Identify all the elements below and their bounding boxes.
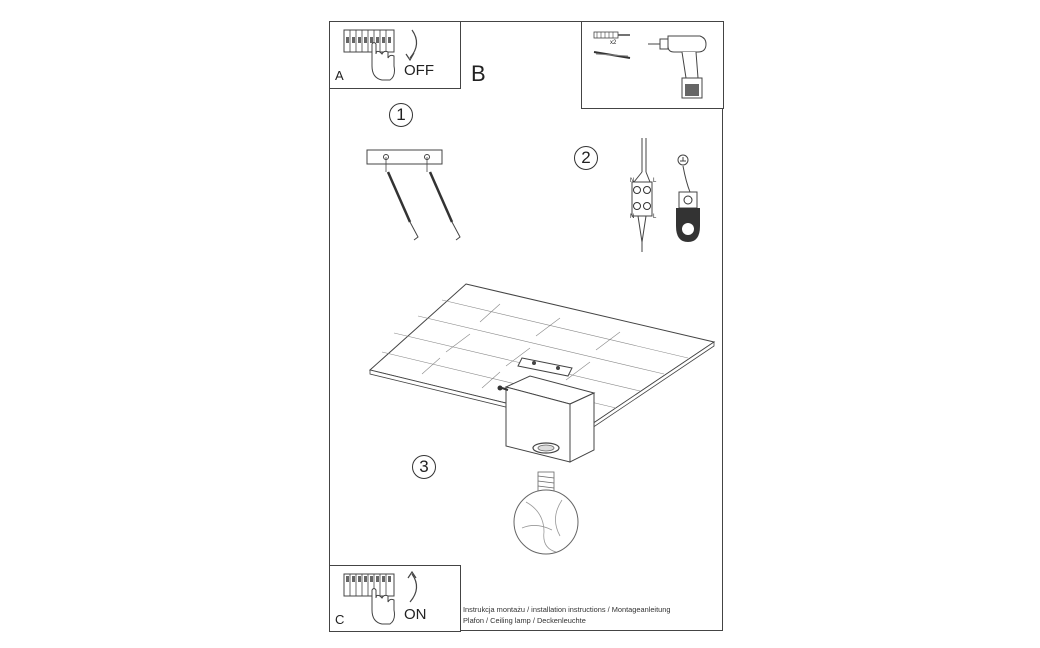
panel-c-letter: C: [335, 612, 345, 627]
footer-caption: Instrukcja montażu / installation instru…: [463, 604, 670, 626]
ceiling-plate-with-anchors-diagram: [366, 149, 461, 241]
breaker-switch-icon: [343, 573, 395, 597]
wire-n-label-bottom: N: [630, 214, 635, 220]
curved-arrow-icon: [407, 570, 418, 603]
screw-anchor-icon: [593, 31, 631, 59]
footer-line-1: Instrukcja montażu / installation instru…: [463, 605, 671, 614]
ceiling-lamp-diagram: [368, 283, 716, 555]
step-1-marker: 1: [389, 103, 413, 127]
wire-l-label-top: L: [653, 178, 657, 184]
curved-arrow-icon: [405, 29, 418, 62]
panel-b-letter: B: [471, 61, 486, 86]
breaker-switch-icon: [343, 29, 395, 53]
wire-l-label-bottom: L: [653, 214, 657, 220]
panel-tools: x2: [581, 21, 724, 109]
panel-a-power-off: A OFF: [329, 21, 461, 89]
step-2-marker: 2: [574, 146, 598, 170]
instruction-sheet: A OFF B x2 1 2: [329, 21, 724, 632]
footer-line-2: Plafon / Ceiling lamp / Deckenleuchte: [463, 616, 586, 625]
hand-icon: [371, 42, 395, 81]
wire-n-label-top: N: [630, 178, 635, 184]
terminal-block-icon: [631, 138, 653, 252]
hand-icon: [371, 588, 395, 625]
panel-a-state: OFF: [404, 62, 434, 79]
screw-count: x2: [610, 40, 617, 46]
ground-symbol-icon: [676, 154, 700, 242]
panel-c-state: ON: [404, 606, 427, 623]
drill-icon: [648, 35, 707, 99]
panel-c-power-on: C ON: [329, 565, 461, 632]
panel-a-letter: A: [335, 68, 344, 83]
step-3-marker: 3: [412, 455, 436, 479]
